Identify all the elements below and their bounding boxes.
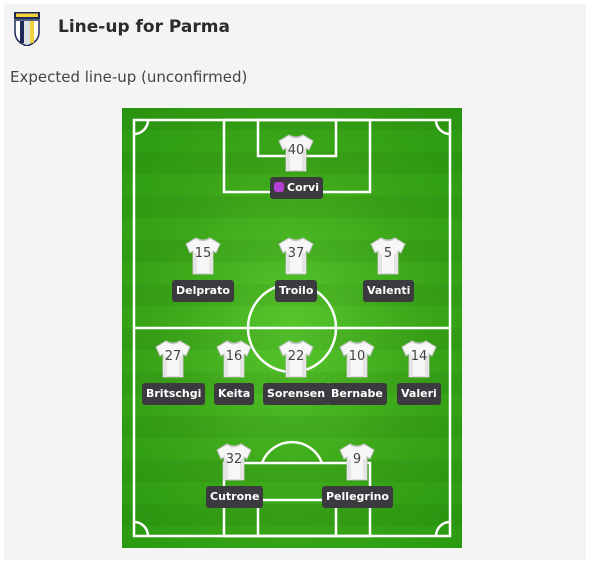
parma-crest-icon <box>14 12 40 46</box>
player-name-tag[interactable]: Britschgi <box>142 383 206 405</box>
player-name: Sorensen <box>267 387 326 400</box>
shirt-icon <box>183 236 223 276</box>
shirt-number: 10 <box>348 349 366 364</box>
shirt-number: 40 <box>287 143 305 158</box>
player-name-tag[interactable]: Valenti <box>363 280 415 302</box>
player-name: Britschgi <box>146 387 202 400</box>
player-name-tag[interactable]: Bernabe <box>327 383 387 405</box>
pitch <box>122 108 462 548</box>
player-name: Valeri <box>401 387 437 400</box>
shirt-icon <box>368 236 408 276</box>
shirt-number: 9 <box>352 452 362 467</box>
player-name-tag[interactable]: Corvi <box>270 177 323 199</box>
player-name: Keita <box>218 387 251 400</box>
shirt-icon <box>276 339 316 379</box>
player-name: Delprato <box>176 284 230 297</box>
shirt-number: 27 <box>164 349 182 364</box>
shirt-icon <box>337 339 377 379</box>
header: Line-up for Parma <box>4 4 586 54</box>
player-name: Bernabe <box>331 387 383 400</box>
player-name: Valenti <box>367 284 411 297</box>
page-title: Line-up for Parma <box>58 17 230 37</box>
shirt-icon <box>337 442 377 482</box>
goalkeeper-glove-icon <box>274 182 284 192</box>
lineup-status-text: Expected line-up (unconfirmed) <box>10 68 248 86</box>
player-name-tag[interactable]: Delprato <box>172 280 234 302</box>
shirt-number: 22 <box>287 349 305 364</box>
shirt-number: 32 <box>225 452 243 467</box>
shirt-number: 14 <box>410 349 428 364</box>
shirt-icon <box>276 236 316 276</box>
player-name: Troilo <box>279 284 314 297</box>
player-name-tag[interactable]: Sorensen <box>263 383 330 405</box>
shirt-icon <box>214 339 254 379</box>
shirt-number: 15 <box>194 246 212 261</box>
shirt-number: 5 <box>383 246 393 261</box>
player-name: Cutrone <box>210 490 260 503</box>
shirt-icon <box>153 339 193 379</box>
player-name-tag[interactable]: Troilo <box>275 280 318 302</box>
pitch-markings <box>132 118 452 538</box>
player-name: Pellegrino <box>326 490 389 503</box>
shirt-number: 37 <box>287 246 305 261</box>
shirt-icon <box>276 133 316 173</box>
shirt-icon <box>399 339 439 379</box>
player-name-tag[interactable]: Pellegrino <box>322 486 393 508</box>
player-name-tag[interactable]: Keita <box>214 383 255 405</box>
player-name-tag[interactable]: Valeri <box>397 383 441 405</box>
shirt-icon <box>214 442 254 482</box>
player-name-tag[interactable]: Cutrone <box>206 486 264 508</box>
shirt-number: 16 <box>225 349 243 364</box>
player-name: Corvi <box>287 181 319 194</box>
